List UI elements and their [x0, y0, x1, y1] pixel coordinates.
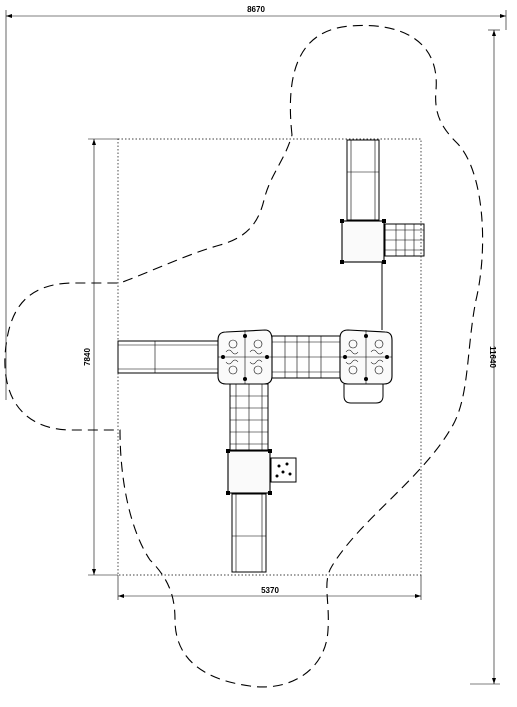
right-tower — [339, 329, 393, 385]
activity-panel — [270, 457, 297, 483]
top-slide — [346, 139, 380, 221]
equipment-width-label: 5370 — [261, 586, 279, 595]
bottom-slide — [231, 493, 267, 573]
vertical-bridge — [229, 383, 269, 451]
overall-height-label: 11640 — [488, 346, 497, 368]
equipment-height-label: 7840 — [83, 348, 92, 366]
top-platform — [340, 219, 386, 264]
left-slide — [117, 340, 219, 374]
equipment-height-dimension: 7840 — [83, 138, 118, 576]
left-tower — [217, 329, 273, 385]
equipment-width-dimension: 5370 — [117, 575, 422, 600]
overall-width-label: 8670 — [247, 5, 265, 14]
bottom-platform — [226, 449, 272, 495]
safety-zone-outline — [4, 24, 484, 688]
access-handle — [343, 384, 384, 404]
horizontal-bridge — [271, 335, 341, 379]
overall-width-dimension: 8670 — [5, 5, 507, 400]
top-ladder — [384, 223, 425, 257]
overall-height-dimension: 11640 — [470, 29, 500, 685]
